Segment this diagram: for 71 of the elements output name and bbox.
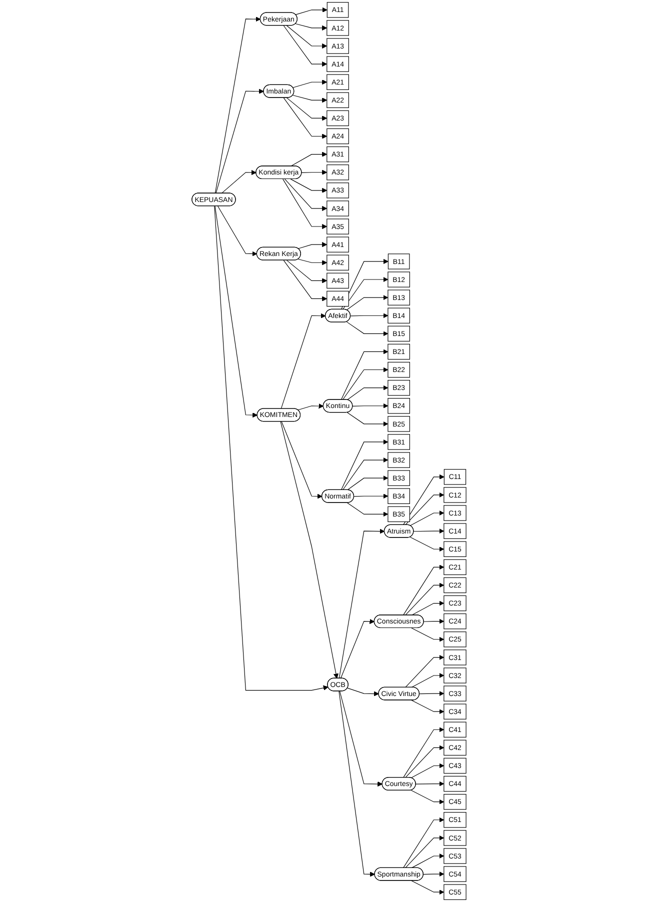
arrow (405, 835, 444, 868)
arrow (342, 276, 388, 310)
arrow (410, 536, 444, 552)
arrow (410, 510, 444, 526)
arrow (281, 421, 322, 499)
arrow (352, 403, 388, 408)
arrow (338, 528, 385, 679)
arrow (405, 745, 444, 778)
arrow (402, 564, 444, 616)
arrow (295, 23, 328, 31)
arrow (346, 295, 388, 310)
arrow (411, 880, 444, 895)
arrow (405, 492, 444, 526)
arrow (423, 871, 444, 877)
arrow (221, 170, 256, 194)
arrow (416, 781, 444, 786)
arrow (301, 170, 328, 175)
arrow (298, 258, 328, 266)
arrow (290, 152, 328, 167)
arrow (347, 502, 388, 517)
arrow (290, 178, 328, 193)
arrow (411, 853, 444, 868)
arrow (298, 403, 324, 410)
arrow (214, 206, 328, 691)
arrow (405, 582, 444, 616)
arrow (342, 367, 388, 400)
arrow (218, 206, 258, 256)
arrow (283, 260, 328, 302)
arrow (346, 412, 388, 426)
arrow (286, 260, 328, 284)
arrow (342, 457, 388, 490)
arrow (214, 16, 261, 194)
arrow (347, 476, 388, 490)
arrow (410, 763, 444, 778)
arrow (354, 494, 388, 499)
arrow (350, 313, 388, 318)
arrow (214, 206, 258, 418)
arrow (295, 7, 328, 15)
arrow (283, 25, 328, 67)
arrow (284, 178, 328, 212)
arrow (340, 258, 388, 310)
arrow (411, 600, 444, 616)
arrow (405, 654, 444, 688)
arrow (282, 178, 328, 230)
arrow (339, 690, 383, 787)
arrow (402, 727, 444, 778)
arrow (402, 474, 444, 526)
arrow (292, 94, 328, 103)
arrow (410, 790, 444, 804)
arrow (340, 618, 375, 679)
arrow (411, 628, 444, 642)
arrow (411, 672, 444, 688)
arrow (280, 421, 338, 679)
arrow (292, 80, 328, 88)
arrow (413, 528, 444, 534)
arrow (340, 439, 388, 490)
arrow (347, 688, 379, 696)
arrow (216, 88, 264, 194)
arrow (411, 700, 444, 714)
arrow (402, 817, 444, 868)
arrow (340, 349, 388, 400)
arrow (338, 690, 376, 877)
arrow (419, 690, 444, 696)
arrow (283, 98, 328, 139)
arrow (346, 322, 388, 336)
arrow (424, 618, 444, 624)
arrow (280, 313, 326, 410)
arrow (286, 25, 328, 49)
arrow (286, 98, 328, 121)
arrow (346, 385, 388, 400)
arrow (298, 242, 328, 249)
